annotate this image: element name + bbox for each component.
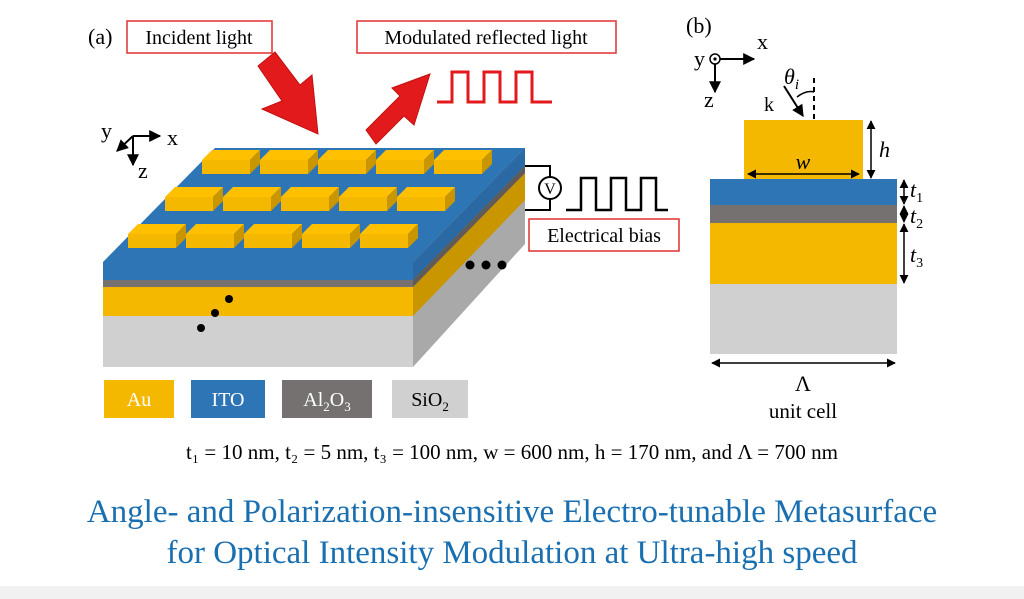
legend-sio2: SiO2 [392, 380, 468, 418]
svg-text:Incident light: Incident light [145, 27, 253, 49]
svg-text:y: y [101, 118, 112, 143]
svg-text:z: z [138, 158, 148, 183]
legend-au: Au [104, 380, 174, 418]
axes-b: x y z [694, 29, 768, 112]
gold-nanoblock [223, 187, 281, 211]
svg-text:y: y [694, 46, 705, 71]
svg-text:Au: Au [127, 389, 151, 411]
width-dimension: w [747, 149, 860, 179]
gold-nanoblock [186, 224, 244, 248]
svg-text:z: z [704, 87, 714, 112]
voltmeter-icon [538, 176, 562, 200]
legend-ito: ITO [191, 380, 265, 418]
panel-b-label: (b) [686, 13, 712, 38]
svg-text:x: x [167, 125, 178, 150]
gold-nanoblock [376, 150, 434, 174]
svg-text:SiO2: SiO2 [411, 389, 449, 414]
gold-nanoblock [397, 187, 455, 211]
gold-nanoblock [434, 150, 492, 174]
legend-al2o3: Al2O3 [282, 380, 372, 418]
gold-nanoblock [244, 224, 302, 248]
svg-text:V: V [544, 181, 556, 198]
unit-cell-label: unit cell [769, 399, 837, 423]
gold-nanoblock [360, 224, 418, 248]
thickness-dimensions: t1 t2 t3 [899, 177, 923, 284]
caption-line-2: for Optical Intensity Modulation at Ultr… [166, 535, 858, 571]
svg-text:w: w [796, 149, 811, 174]
svg-text:Λ: Λ [795, 371, 811, 396]
parameter-formula: t₁ = 10 nm, t₂ = 5 nm, t₃ = 100 nm, w = … [186, 440, 838, 464]
bias-circuit: V [525, 165, 668, 212]
axes-a: x y z [101, 118, 178, 183]
incident-wavevector: θi k [764, 64, 815, 120]
continuation-dots [197, 260, 507, 332]
modulated-square-wave [437, 70, 552, 104]
electrical-bias-label: Electrical bias [528, 218, 680, 252]
period-dimension: Λ unit cell [711, 358, 896, 423]
incident-light-label: Incident light [126, 20, 273, 54]
svg-text:ITO: ITO [212, 389, 245, 411]
svg-text:k: k [764, 94, 774, 116]
height-dimension: h [866, 120, 890, 179]
svg-text:Al2O3: Al2O3 [303, 389, 350, 414]
bottom-band [0, 586, 1024, 599]
incident-light-arrow [257, 51, 319, 135]
reflected-light-arrow [365, 73, 431, 145]
svg-text:t1: t1 [910, 177, 923, 206]
gold-nanoblock [260, 150, 318, 174]
caption-line-1: Angle- and Polarization-insensitive Elec… [86, 494, 938, 530]
bias-square-wave [566, 176, 668, 212]
svg-text:t3: t3 [910, 242, 923, 271]
material-legend: Au ITO Al2O3 SiO2 [104, 380, 468, 418]
gold-nanoblock [281, 187, 339, 211]
gold-nanoblock [318, 150, 376, 174]
svg-text:Electrical bias: Electrical bias [547, 225, 661, 247]
gold-nanoblock-array [128, 150, 492, 248]
svg-text:h: h [879, 137, 890, 162]
modulated-light-label: Modulated reflected light [356, 20, 617, 54]
gold-nanoblock [202, 150, 260, 174]
gold-nanoblock [339, 187, 397, 211]
gold-nanoblock [165, 187, 223, 211]
svg-text:Modulated reflected light: Modulated reflected light [384, 27, 588, 49]
svg-text:θi: θi [784, 64, 799, 93]
unit-cell-stack [710, 120, 897, 354]
svg-text:t2: t2 [910, 203, 923, 232]
panel-a-label: (a) [88, 24, 112, 49]
gold-nanoblock [128, 224, 186, 248]
svg-text:x: x [757, 29, 768, 54]
gold-nanoblock [302, 224, 360, 248]
layer-stack-3d [103, 148, 525, 367]
